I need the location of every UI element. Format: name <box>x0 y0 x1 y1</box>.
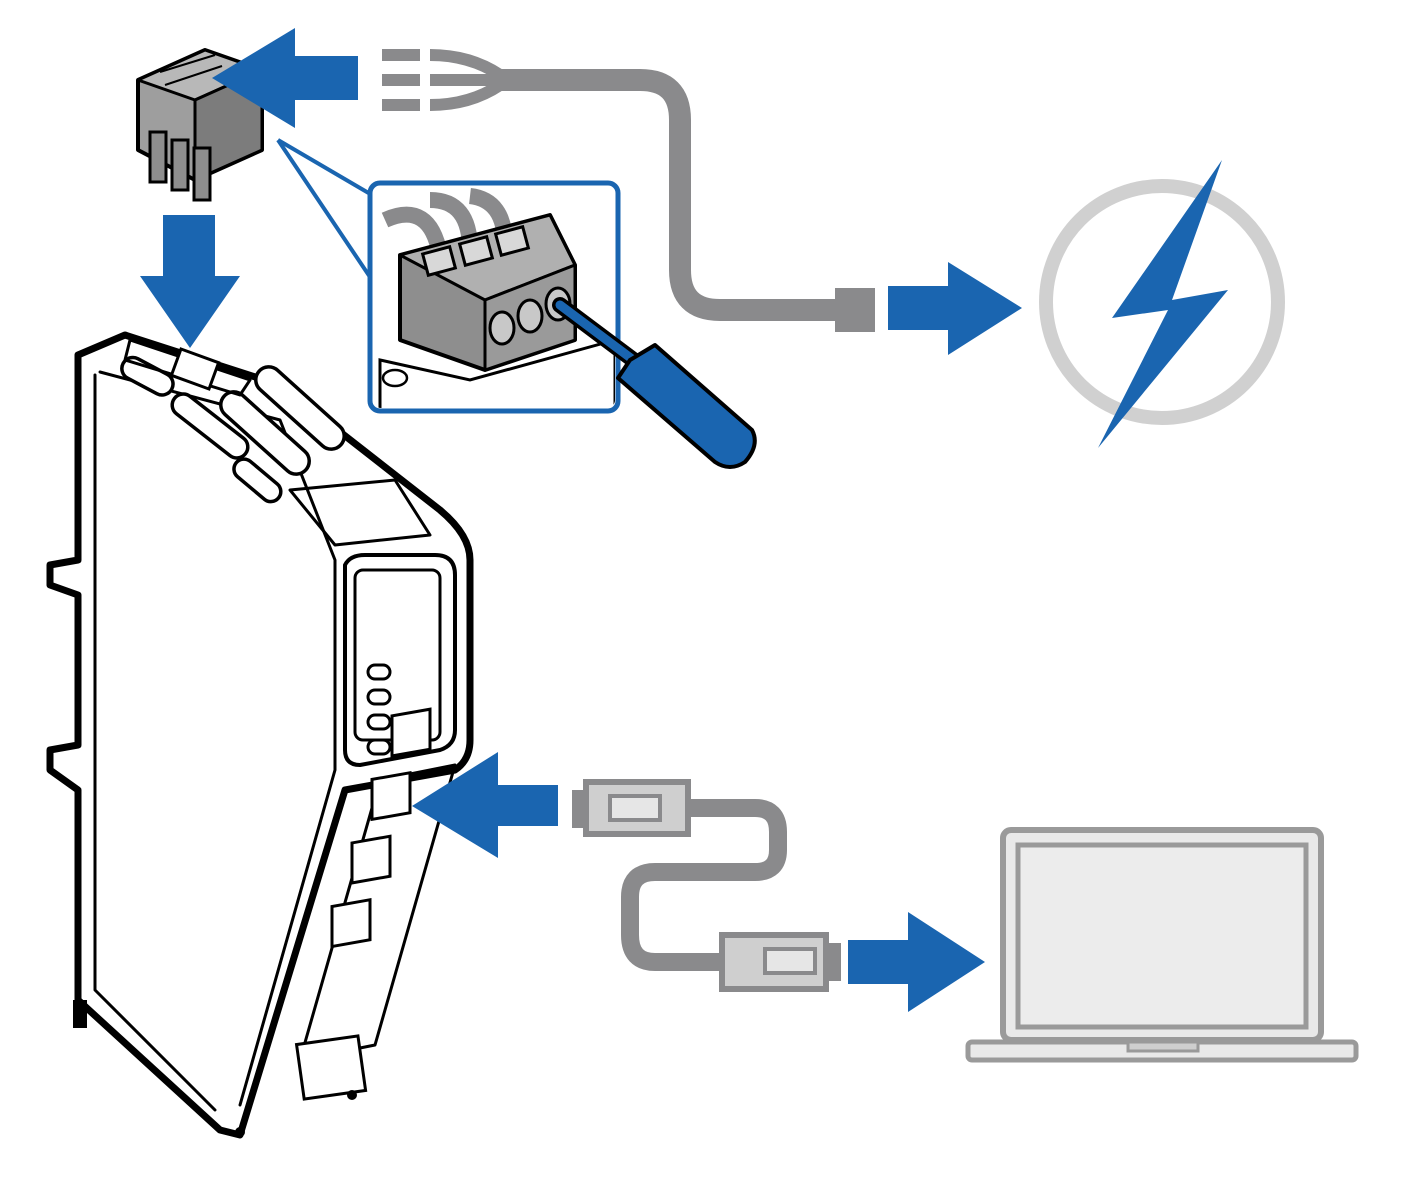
rj45-plug-lower <box>719 932 841 992</box>
led-indicator <box>366 688 392 706</box>
ethernet-port <box>390 707 432 758</box>
arrow-wires-to-connector <box>212 28 358 128</box>
arrow-cable-to-power <box>888 262 1022 355</box>
ethernet-port <box>330 897 372 949</box>
arrows <box>140 28 1022 1012</box>
screwdriver-icon <box>552 297 757 469</box>
terminal-block-connector <box>136 48 264 202</box>
led-indicator <box>366 738 392 756</box>
laptop-icon <box>965 827 1359 1063</box>
ethernet-ports <box>294 707 457 1101</box>
arrow-cable-to-device-port <box>412 752 558 858</box>
din-rail-gateway <box>46 331 474 1139</box>
ethernet-cable <box>572 779 841 992</box>
led-indicator <box>366 713 392 731</box>
led-indicator <box>366 663 392 681</box>
arrow-cable-to-laptop <box>848 912 985 1012</box>
arrow-connector-to-device <box>140 215 240 348</box>
top-ports <box>120 338 432 547</box>
ethernet-port <box>370 770 412 822</box>
power-cable <box>382 49 875 332</box>
rj45-plug-upper <box>572 779 691 837</box>
power-source <box>1039 160 1285 448</box>
status-leds <box>366 663 392 756</box>
split-wires <box>382 49 504 111</box>
ethernet-port <box>350 834 392 885</box>
terminal-detail-callout <box>276 138 757 469</box>
lightning-bolt-icon <box>1098 160 1228 448</box>
